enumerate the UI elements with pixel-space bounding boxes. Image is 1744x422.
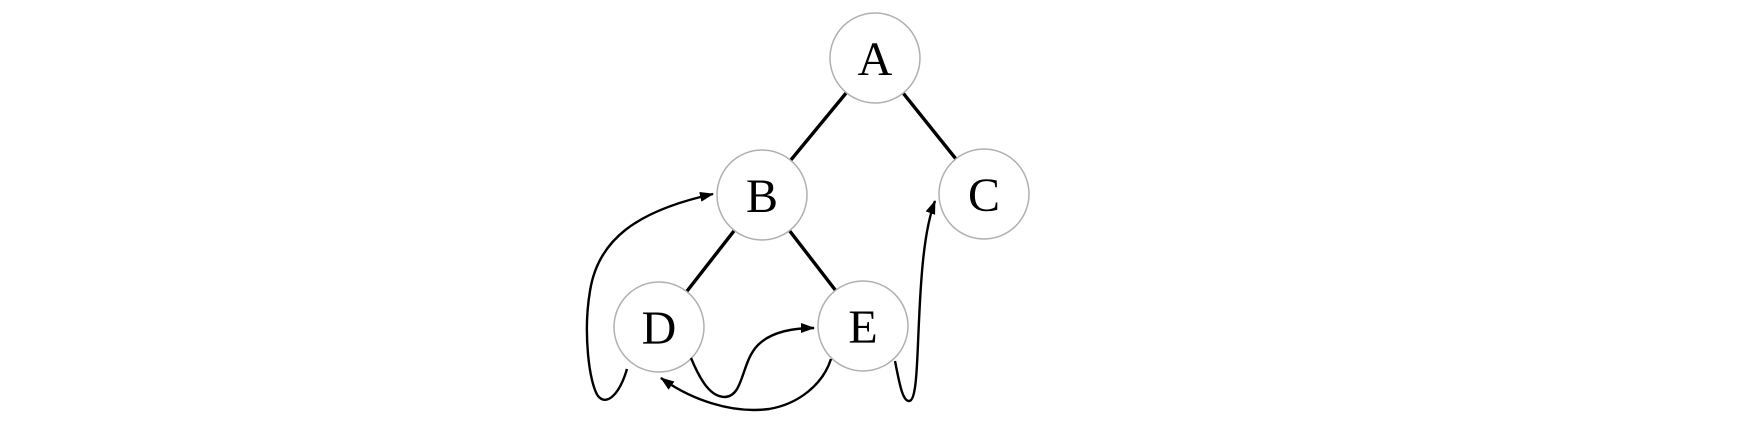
node-circle-A <box>829 12 921 104</box>
tree-edges-layer <box>657 56 986 329</box>
thread-arrow-E-C <box>893 200 937 403</box>
node-label-A: A <box>858 33 893 86</box>
thread-arrows-layer <box>585 191 937 412</box>
thread-arrow-D-E <box>689 323 815 399</box>
node-label-E: E <box>848 301 877 354</box>
node-label-C: C <box>968 169 1000 222</box>
node-label-B: B <box>746 170 778 223</box>
node-label-D: D <box>642 302 677 355</box>
thread-arrow-D-B <box>585 191 714 401</box>
node-circle-E <box>817 280 909 372</box>
nodes-layer: A B C D E <box>613 12 1030 373</box>
thread-arrow-E-D <box>660 358 833 412</box>
node-circle-C <box>938 148 1030 240</box>
node-circle-D <box>613 281 705 373</box>
node-circle-B <box>716 149 808 241</box>
